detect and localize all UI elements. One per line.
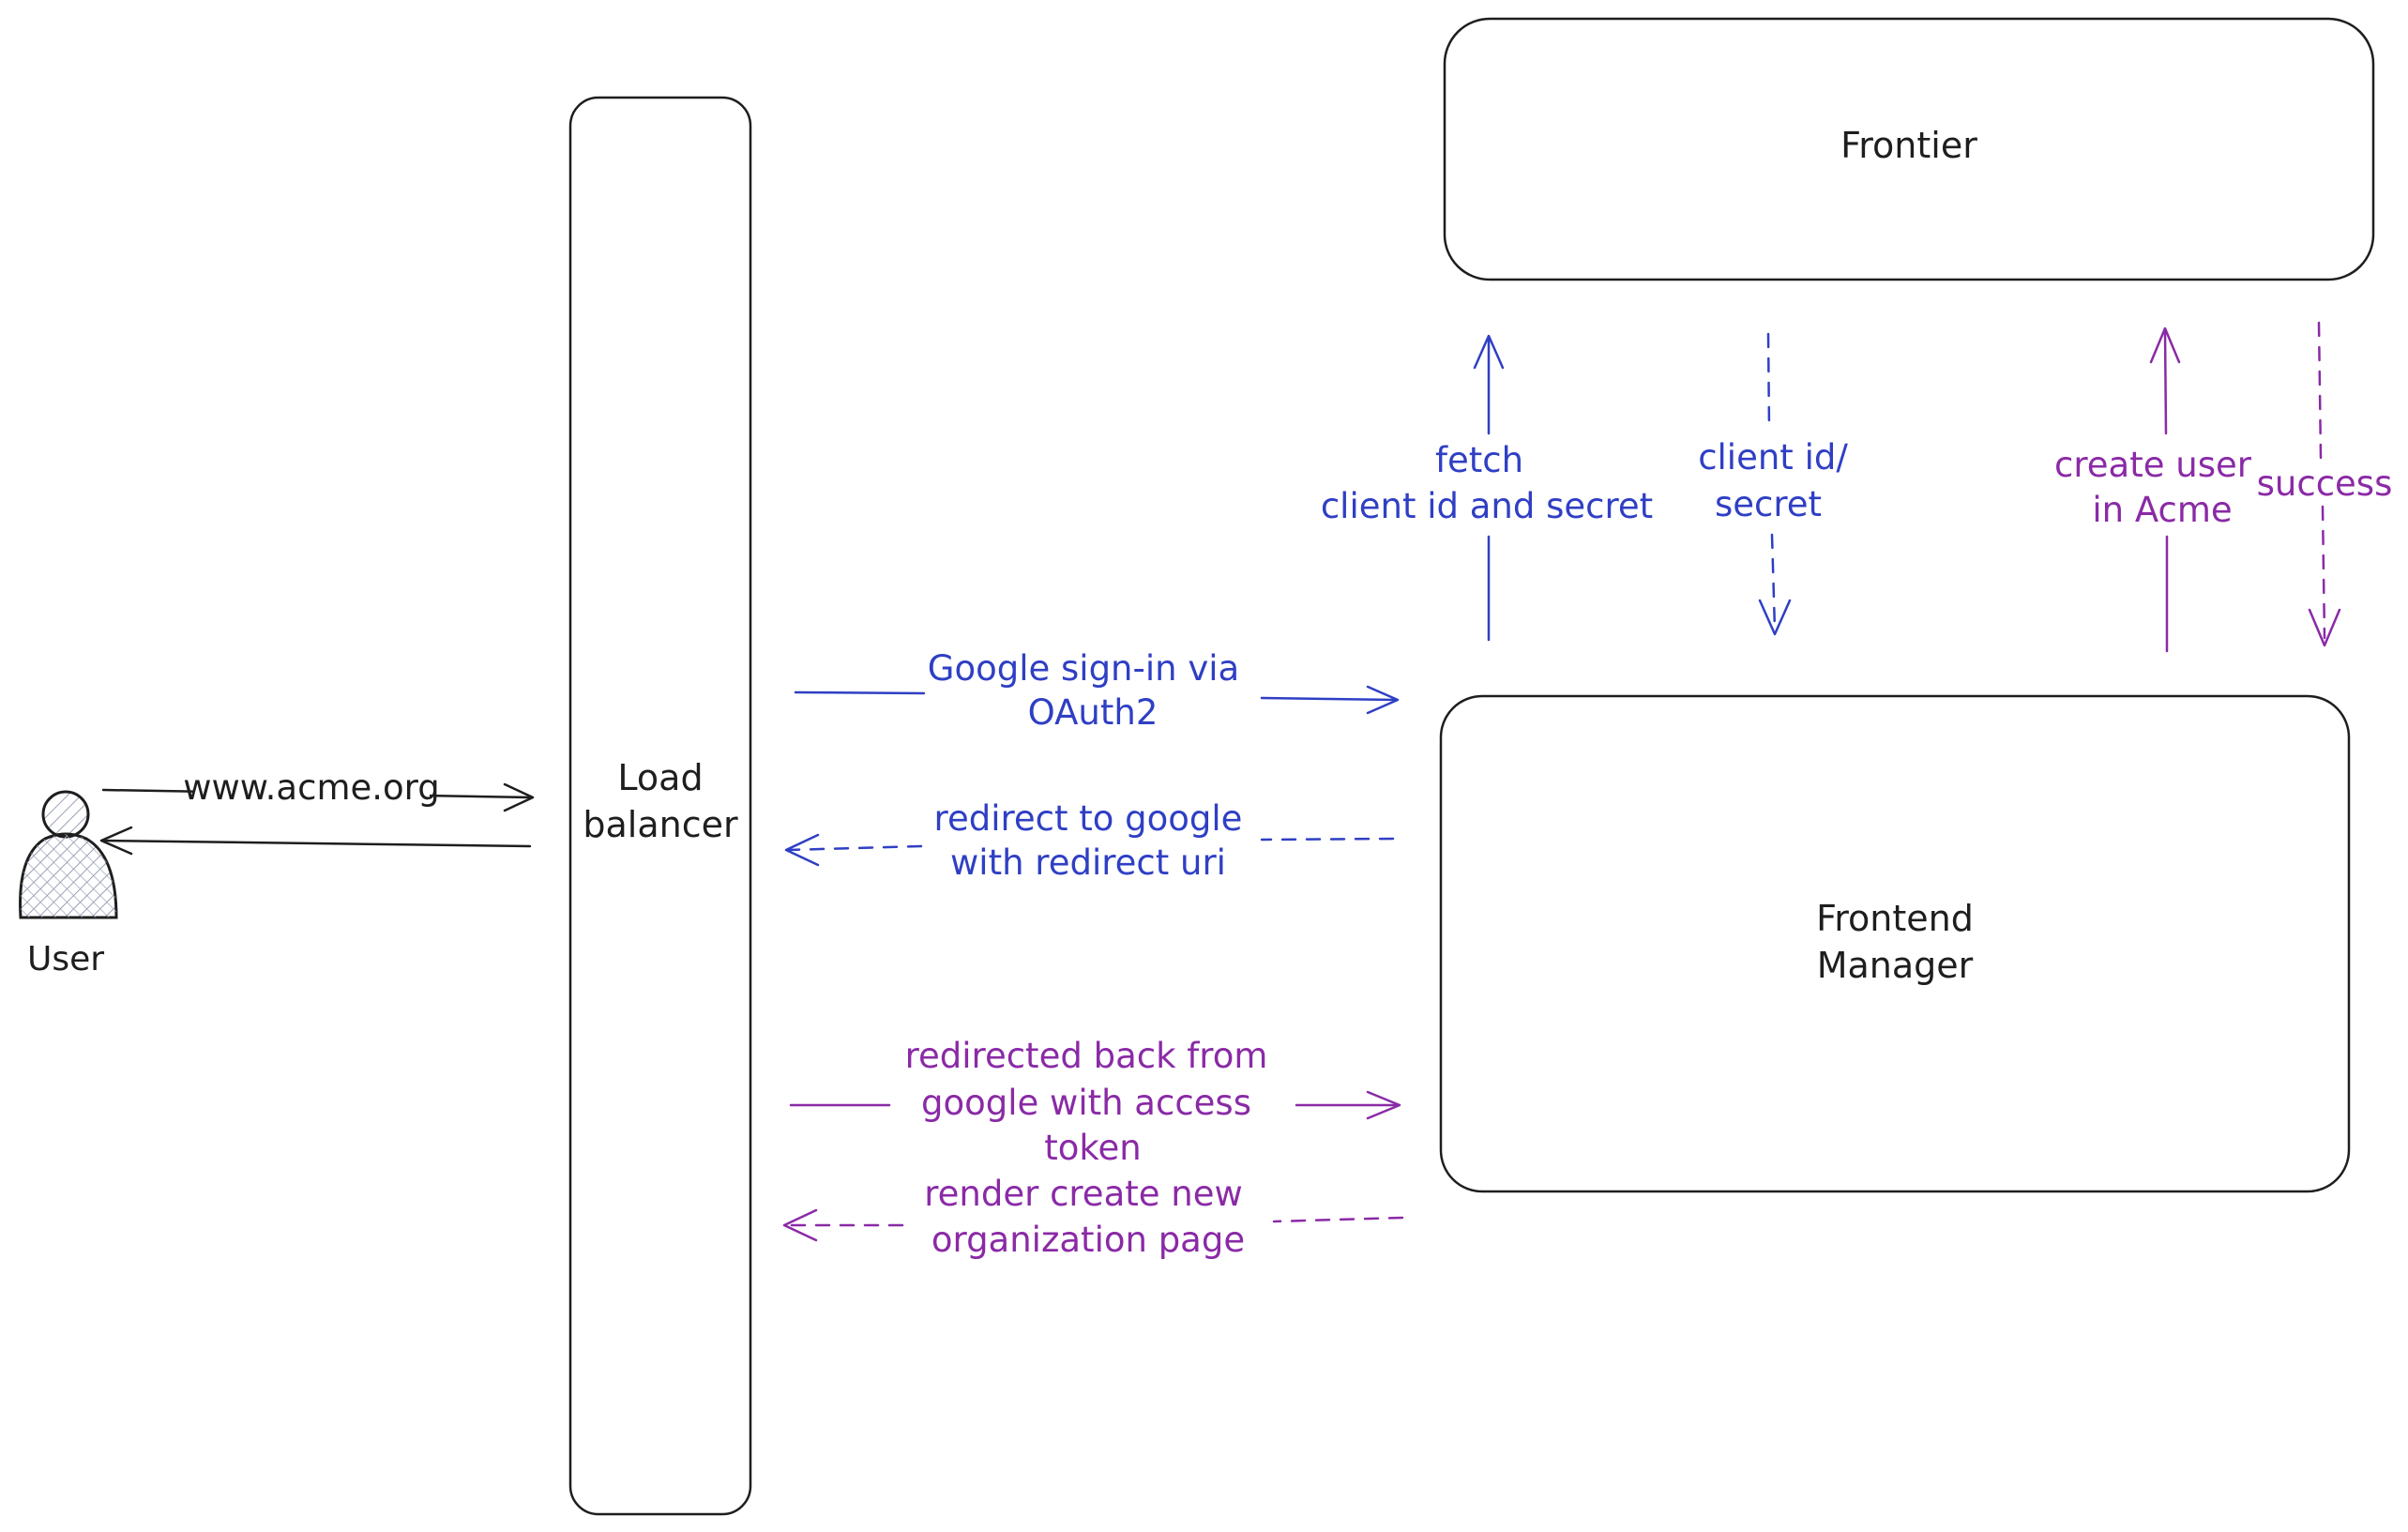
edge-fetch-client-id: fetch client id and secret — [1321, 334, 1653, 642]
edge-label-redirected-back-line3: token — [1044, 1128, 1141, 1168]
edge-user-to-load-balancer: www.acme.org — [101, 767, 535, 812]
frontier-label: Frontier — [1840, 125, 1977, 166]
edge-redirected-back: redirected back from google with access … — [789, 1036, 1401, 1168]
edge-label-google-signin-line2: OAuth2 — [1028, 692, 1159, 733]
edge-label-render-line1: render create new — [924, 1174, 1243, 1214]
load-balancer-node[interactable]: Load balancer — [568, 96, 752, 1516]
edge-label-redirect-line1: redirect to google — [934, 798, 1243, 839]
edge-label-success: success — [2257, 463, 2393, 504]
edge-create-user: create user in Acme — [2054, 326, 2252, 653]
edge-google-signin: Google sign-in via OAuth2 — [794, 648, 1400, 733]
edge-label-create-user-line1: create user — [2054, 445, 2252, 485]
edge-label-client-id-line1: client id/ — [1698, 437, 1848, 478]
edge-redirect-to-google: redirect to google with redirect uri — [784, 798, 1395, 883]
edge-label-fetch-line2: client id and secret — [1321, 486, 1653, 526]
frontend-manager-node[interactable]: Frontend Manager — [1439, 694, 2351, 1193]
edge-label-redirected-back-line2: google with access — [921, 1083, 1251, 1123]
edge-label-redirected-back-line1: redirected back from — [905, 1036, 1268, 1076]
edge-label-render-line2: organization page — [931, 1220, 1245, 1260]
edge-label-google-signin-line1: Google sign-in via — [928, 648, 1239, 689]
edge-render-create-org: render create new organization page — [782, 1174, 1404, 1260]
edge-label-client-id-line2: secret — [1715, 484, 1822, 524]
edge-label-fetch-line1: fetch — [1435, 440, 1523, 480]
edge-label-www-acme-org: www.acme.org — [183, 767, 439, 808]
edge-label-redirect-line2: with redirect uri — [950, 842, 1226, 883]
user-icon — [19, 790, 118, 919]
user-actor[interactable]: User — [19, 790, 118, 978]
edge-load-balancer-to-user — [99, 826, 532, 856]
frontier-node[interactable]: Frontier — [1443, 17, 2375, 281]
user-label: User — [27, 940, 104, 978]
frontend-manager-label-line2: Manager — [1817, 945, 1974, 986]
edge-label-create-user-line2: in Acme — [2092, 490, 2232, 530]
edge-client-id-secret: client id/ secret — [1698, 332, 1848, 636]
frontend-manager-label-line1: Frontend — [1816, 898, 1974, 939]
load-balancer-label-line2: balancer — [583, 804, 738, 845]
load-balancer-label-line1: Load — [617, 757, 703, 798]
edge-success: success — [2257, 321, 2393, 647]
